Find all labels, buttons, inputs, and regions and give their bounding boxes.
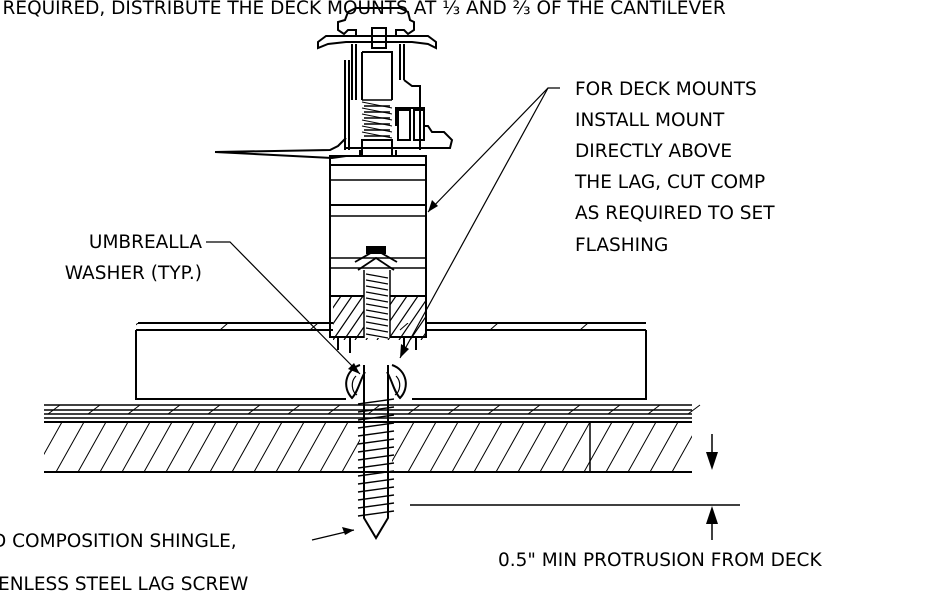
deck-mount-note-line-2: INSTALL MOUNT: [575, 110, 725, 131]
deck-mount-note: FOR DECK MOUNTS INSTALL MOUNT DIRECTLY A…: [574, 79, 775, 256]
deck-mount-note-line-5: AS REQUIRED TO SET: [575, 203, 775, 224]
roof-deck: [44, 421, 692, 473]
composition-shingle-layers: [44, 404, 701, 419]
shingle-note: D COMPOSITION SHINGLE,: [0, 531, 237, 552]
protrusion-note: 0.5" MIN PROTRUSION FROM DECK: [498, 550, 822, 571]
header-note: F REQUIRED, DISTRIBUTE THE DECK MOUNTS A…: [0, 0, 726, 19]
protrusion-dimension: [410, 434, 740, 540]
washer-note-line-2: WASHER (TYP.): [65, 263, 202, 284]
deck-mount-note-line-3: DIRECTLY ABOVE: [575, 141, 732, 162]
deck-mount-note-line-4: THE LAG, CUT COMP: [574, 172, 765, 193]
rail-clamp-bracket: [214, 7, 454, 165]
washer-note-line-1: UMBREALLA: [89, 232, 202, 253]
lag-screw-note: ENLESS STEEL LAG SCREW: [0, 574, 248, 595]
deck-mount-note-line-6: FLASHING: [575, 235, 668, 256]
umbrella-washer: [345, 364, 407, 400]
deck-mount-note-line-1: FOR DECK MOUNTS: [575, 79, 757, 100]
leader-lines: [206, 87, 560, 541]
standoff-body: [329, 164, 427, 353]
washer-note: UMBREALLA WASHER (TYP.): [65, 232, 203, 284]
